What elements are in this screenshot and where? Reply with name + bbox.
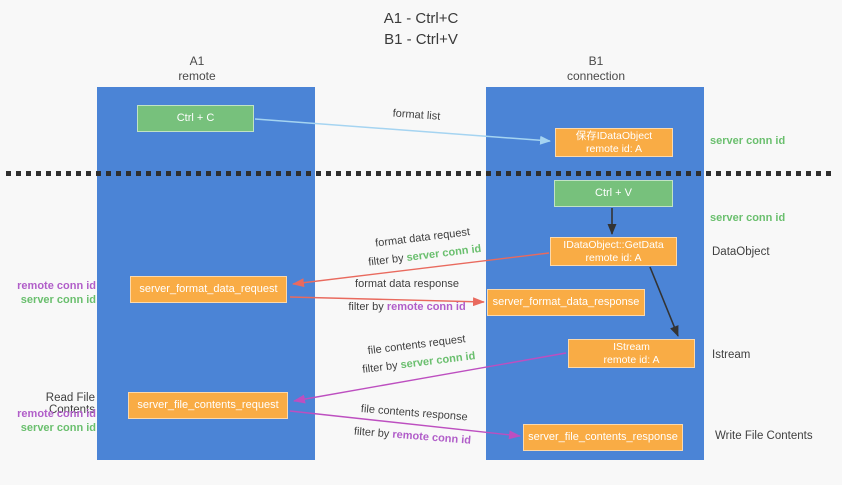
left-label-remote-conn-id-1: remote conn id bbox=[17, 280, 96, 292]
label-format-data-response: format data response filter by remote co… bbox=[342, 277, 472, 314]
label-format-list: format list bbox=[392, 107, 441, 123]
label-file-contents-response-text: file contents response bbox=[360, 403, 469, 424]
lifeline-a1-title: A1 bbox=[189, 54, 205, 68]
left-label-group-file: remote conn id server conn id bbox=[0, 407, 96, 435]
label-format-data-response-filter: filter by remote conn id bbox=[342, 300, 472, 314]
box-save-idataobject-line2: remote id: A bbox=[585, 142, 643, 155]
box-server-format-data-request: server_format_data_request bbox=[130, 276, 287, 303]
box-format-request-label: server_format_data_request bbox=[139, 283, 278, 295]
label-format-data-request: format data request filter by server con… bbox=[356, 221, 491, 273]
box-getdata-line2: remote id: A bbox=[585, 251, 642, 264]
filter-by-text: filter by bbox=[353, 425, 390, 441]
box-file-request-label: server_file_contents_request bbox=[137, 399, 279, 411]
lifeline-b1-title: B1 bbox=[588, 54, 604, 68]
lifeline-header-b1: B1 connection bbox=[486, 54, 706, 84]
filter-by-text: filter by bbox=[367, 252, 405, 269]
filter-by-text: filter by bbox=[361, 359, 399, 376]
right-label-server-conn-id-top: server conn id bbox=[710, 135, 786, 147]
box-ctrl-v: Ctrl + V bbox=[554, 180, 673, 207]
box-istream-line2: remote id: A bbox=[603, 353, 660, 366]
box-ctrl-c: Ctrl + C bbox=[137, 105, 254, 132]
label-file-contents-response-filter: filter by remote conn id bbox=[345, 424, 480, 448]
left-label-read-file-contents: Read File Contents bbox=[45, 392, 95, 416]
title-line-2: B1 - Ctrl+V bbox=[384, 31, 458, 48]
box-ctrl-v-label: Ctrl + V bbox=[595, 187, 632, 199]
lifeline-header-a1: A1 remote bbox=[87, 54, 307, 84]
box-save-idataobject: 保存IDataObject remote id: A bbox=[555, 128, 673, 157]
label-file-contents-response: file contents response filter by remote … bbox=[345, 401, 481, 448]
box-file-response-label: server_file_contents_response bbox=[528, 431, 678, 443]
box-idataobject-getdata: IDataObject::GetData remote id: A bbox=[550, 237, 677, 266]
label-format-data-response-text: format data response bbox=[355, 278, 459, 290]
lifeline-b1-subtitle: connection bbox=[566, 69, 626, 83]
box-save-idataobject-line1: 保存IDataObject bbox=[575, 129, 653, 142]
box-ctrl-c-label: Ctrl + C bbox=[176, 112, 215, 124]
left-label-server-conn-id-2: server conn id bbox=[20, 422, 96, 434]
diagram-title: A1 - Ctrl+C B1 - Ctrl+V bbox=[0, 8, 842, 50]
right-label-write-file-contents: Write File Contents bbox=[715, 430, 813, 442]
left-label-remote-conn-id-2: remote conn id bbox=[17, 408, 96, 420]
lifeline-a1-subtitle: remote bbox=[178, 69, 216, 83]
remote-conn-id-text: remote conn id bbox=[391, 428, 472, 447]
box-server-file-contents-response: server_file_contents_response bbox=[523, 424, 683, 451]
right-label-istream: Istream bbox=[712, 349, 751, 361]
left-label-server-conn-id-1: server conn id bbox=[20, 294, 96, 306]
box-server-file-contents-request: server_file_contents_request bbox=[128, 392, 288, 419]
right-label-server-conn-id-mid: server conn id bbox=[710, 212, 786, 224]
label-file-contents-request: file contents request filter by server c… bbox=[352, 328, 483, 379]
box-istream-line1: IStream bbox=[613, 340, 650, 353]
filter-by-text: filter by bbox=[348, 301, 384, 313]
box-server-format-data-response: server_format_data_response bbox=[487, 289, 645, 316]
box-format-response-label: server_format_data_response bbox=[492, 296, 640, 308]
left-label-group-format: remote conn id server conn id bbox=[0, 279, 96, 307]
phase-divider-dotted-line bbox=[6, 171, 836, 176]
box-getdata-line1: IDataObject::GetData bbox=[563, 238, 664, 251]
remote-conn-id-text: remote conn id bbox=[386, 301, 466, 313]
title-line-1: A1 - Ctrl+C bbox=[383, 10, 459, 27]
right-label-dataobject: DataObject bbox=[712, 246, 770, 258]
box-istream: IStream remote id: A bbox=[568, 339, 695, 368]
